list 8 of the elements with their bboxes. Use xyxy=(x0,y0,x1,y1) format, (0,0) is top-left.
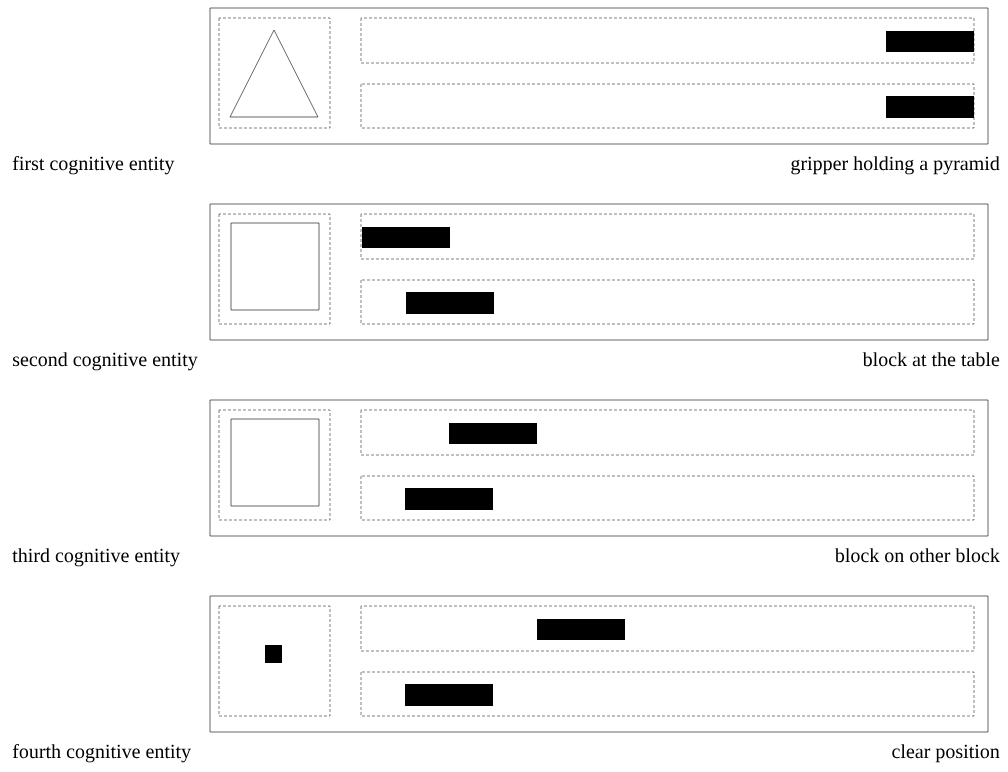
entity-label: second cognitive entity xyxy=(13,352,198,371)
state-label: clear position xyxy=(892,744,1000,763)
entity-label: first cognitive entity xyxy=(12,155,175,175)
state-label: gripper holding a pyramid xyxy=(791,156,1000,175)
entity-label: fourth cognitive entity xyxy=(12,743,191,763)
state-label: block at the table xyxy=(862,352,1000,367)
state-label: block on other block xyxy=(834,548,1000,563)
entity-label: third cognitive entity xyxy=(12,548,180,567)
